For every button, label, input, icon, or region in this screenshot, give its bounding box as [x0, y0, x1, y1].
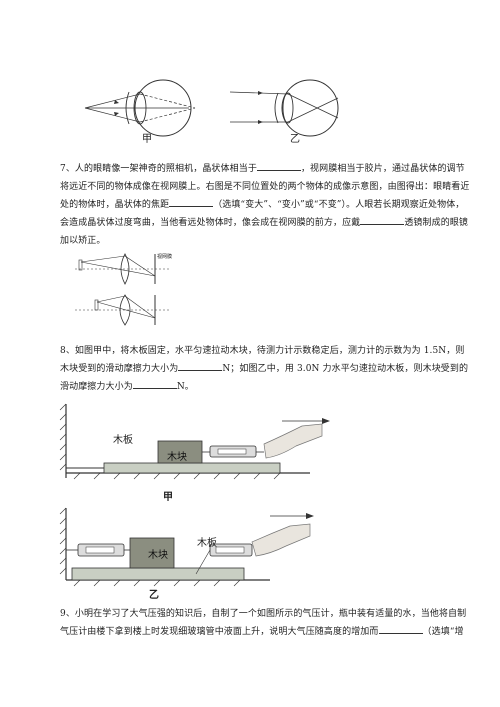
eye-label-b: 乙	[290, 134, 300, 145]
blank-9-1[interactable]	[378, 624, 423, 634]
friction-diagram-b	[59, 507, 314, 587]
blank-8-2[interactable]	[132, 379, 177, 389]
lens-diagram	[75, 253, 170, 326]
question-8: 8、如图甲中，将木板固定，水平匀速拉动木块，待测力计示数稳定后，测力计的示数为为…	[60, 346, 469, 392]
blank-8-1[interactable]	[178, 361, 223, 371]
block-label-a: 木块	[167, 452, 187, 463]
retina-label: 视网膜	[157, 254, 173, 260]
block-label-b: 木块	[148, 550, 168, 561]
blank-7-2[interactable]	[169, 197, 214, 207]
board-label-b: 木板	[197, 538, 217, 549]
eye-diagram-a	[84, 79, 196, 137]
question-9: 9、小明在学习了大气压强的知识后，自制了一个如图所示的气压计，瓶中装有适量的水，…	[60, 609, 467, 637]
eye-diagram-b	[229, 79, 339, 137]
board-label-a: 木板	[113, 435, 133, 446]
question-7: 7、人的眼睛像一架神奇的照相机，晶状体相当于，视网膜相当于胶片，通过晶状体的调节…	[60, 160, 470, 250]
caption-b: 乙	[149, 590, 159, 601]
caption-a: 甲	[163, 492, 173, 503]
eye-label-a: 甲	[142, 134, 152, 145]
friction-diagram-a	[59, 403, 330, 480]
blank-7-3[interactable]	[360, 215, 405, 225]
blank-7-1[interactable]	[256, 161, 301, 171]
